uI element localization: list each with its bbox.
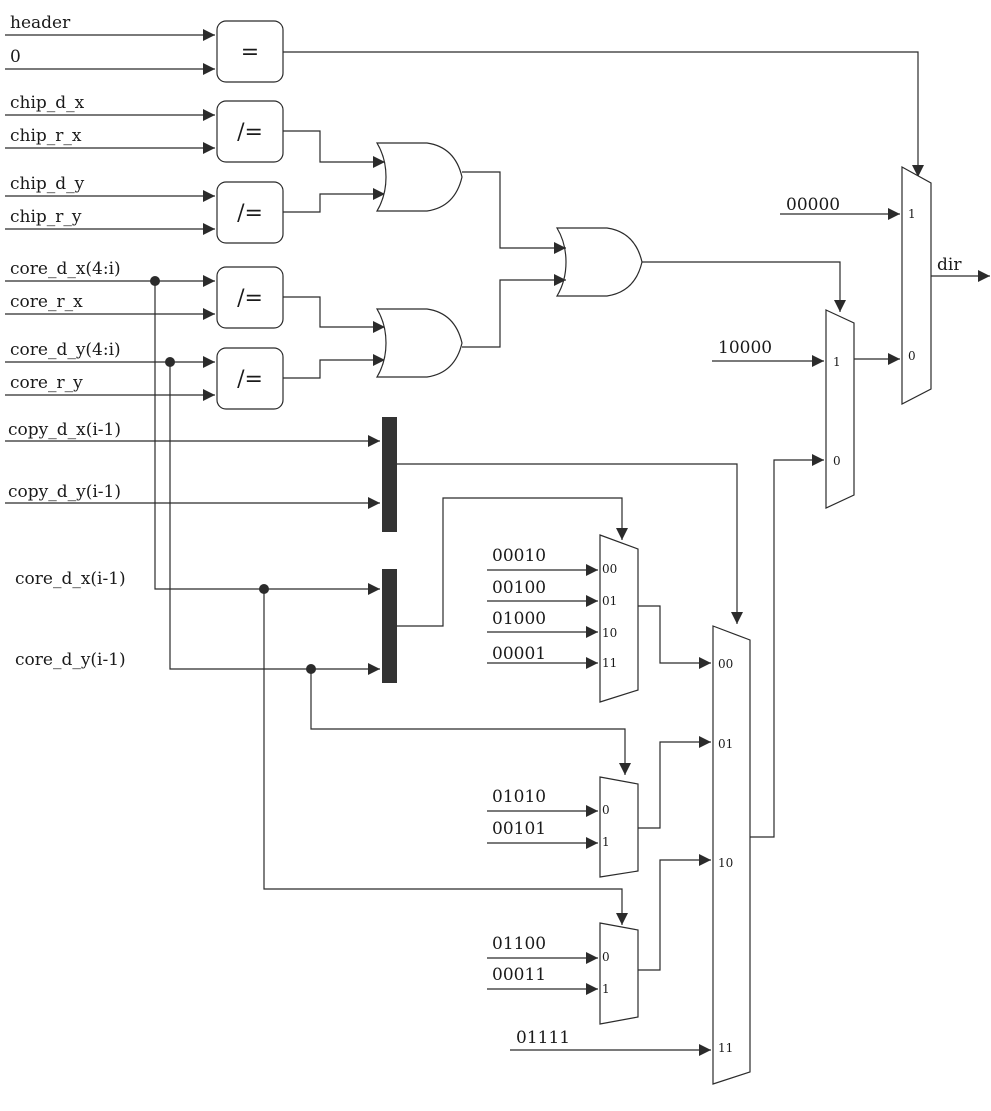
- mux4-small-port-01: 01: [602, 594, 617, 608]
- mux-middle: 1 0: [825, 309, 855, 509]
- mux4-big-port-01: 01: [718, 737, 733, 751]
- comparator-neq-core-y-symbol: /=: [237, 367, 263, 392]
- comparator-neq-chip-x-symbol: /=: [237, 120, 263, 145]
- input-copy-d-x-label: copy_d_x(i-1): [8, 420, 121, 440]
- output-dir-label: dir: [937, 255, 962, 275]
- or-gate-core: [375, 308, 463, 378]
- junction-core-d-y-i1: [306, 664, 316, 674]
- const-00010: 00010: [492, 546, 546, 566]
- mux2-a-port-0: 0: [602, 803, 610, 817]
- junction-core-d-x-i1: [259, 584, 269, 594]
- const-wires: [487, 208, 900, 1056]
- const-01010: 01010: [492, 787, 546, 807]
- mux4-big: 00 01 10 11: [712, 625, 751, 1085]
- comparator-neq-chip-y-symbol: /=: [237, 201, 263, 226]
- mux-middle-port-1: 1: [833, 355, 841, 369]
- mux4-small-port-11: 11: [602, 656, 617, 670]
- comparator-wires: [283, 51, 924, 379]
- input-header-label: header: [10, 13, 71, 33]
- comparator-eq-symbol: =: [241, 40, 259, 65]
- const-00001: 00001: [492, 644, 546, 664]
- or-gate-chip: [375, 142, 463, 212]
- mux4-big-port-10: 10: [718, 856, 733, 870]
- mux2-b-port-1: 1: [602, 982, 610, 996]
- mux-output: 1 0: [901, 165, 932, 405]
- junction-core-d-x: [150, 276, 160, 286]
- comparator-neq-core-y: /=: [216, 347, 284, 410]
- mux-output-port-1: 1: [908, 207, 916, 221]
- const-00101: 00101: [492, 819, 546, 839]
- input-core-r-x-label: core_r_x: [10, 292, 83, 312]
- const-01100: 01100: [492, 934, 546, 954]
- input-wires: [5, 29, 380, 509]
- const-01111: 01111: [516, 1028, 570, 1048]
- mux-output-port-0: 0: [908, 349, 916, 363]
- input-core-d-x-4i-label: core_d_x(4:i): [10, 259, 121, 279]
- comparator-neq-core-x-symbol: /=: [237, 286, 263, 311]
- bus-concat-core: [382, 569, 397, 683]
- mux4-big-port-11: 11: [718, 1041, 733, 1055]
- const-00100: 00100: [492, 578, 546, 598]
- mux4-small: 00 01 10 11: [599, 534, 639, 703]
- input-core-d-y-4i-label: core_d_y(4:i): [10, 340, 121, 360]
- mux4-big-port-00: 00: [718, 657, 733, 671]
- mux2-a-port-1: 1: [602, 835, 610, 849]
- comparator-eq: =: [216, 20, 284, 83]
- mux-middle-port-0: 0: [833, 454, 841, 468]
- bus-wires: [397, 463, 743, 627]
- const-00000: 00000: [786, 195, 840, 215]
- comparator-neq-chip-x: /=: [216, 100, 284, 163]
- comparator-neq-chip-y: /=: [216, 181, 284, 244]
- bus-concat-copy: [382, 417, 397, 532]
- mux-wires: [638, 454, 824, 971]
- or-wires: [462, 171, 846, 348]
- comparator-neq-core-x: /=: [216, 266, 284, 329]
- input-copy-d-y-label: copy_d_y(i-1): [8, 482, 121, 502]
- mux4-small-port-10: 10: [602, 626, 617, 640]
- or-gate-final: [555, 227, 643, 297]
- input-core-r-y-label: core_r_y: [10, 373, 83, 393]
- input-core-d-x-i1-label: core_d_x(i-1): [15, 569, 126, 589]
- input-core-d-y-i1-label: core_d_y(i-1): [15, 650, 126, 670]
- input-zero-label: 0: [10, 47, 21, 67]
- mux4-small-port-00: 00: [602, 562, 617, 576]
- const-01000: 01000: [492, 609, 546, 629]
- input-chip-r-x-label: chip_r_x: [10, 126, 82, 146]
- input-chip-d-y-label: chip_d_y: [10, 174, 85, 194]
- mux2-b: 0 1: [599, 922, 639, 1025]
- mux2-a: 0 1: [599, 776, 639, 878]
- mux2-b-port-0: 0: [602, 950, 610, 964]
- const-00011: 00011: [492, 965, 546, 985]
- input-chip-d-x-label: chip_d_x: [10, 93, 85, 113]
- input-chip-r-y-label: chip_r_y: [10, 207, 82, 227]
- junction-core-d-y: [165, 357, 175, 367]
- const-10000: 10000: [718, 338, 772, 358]
